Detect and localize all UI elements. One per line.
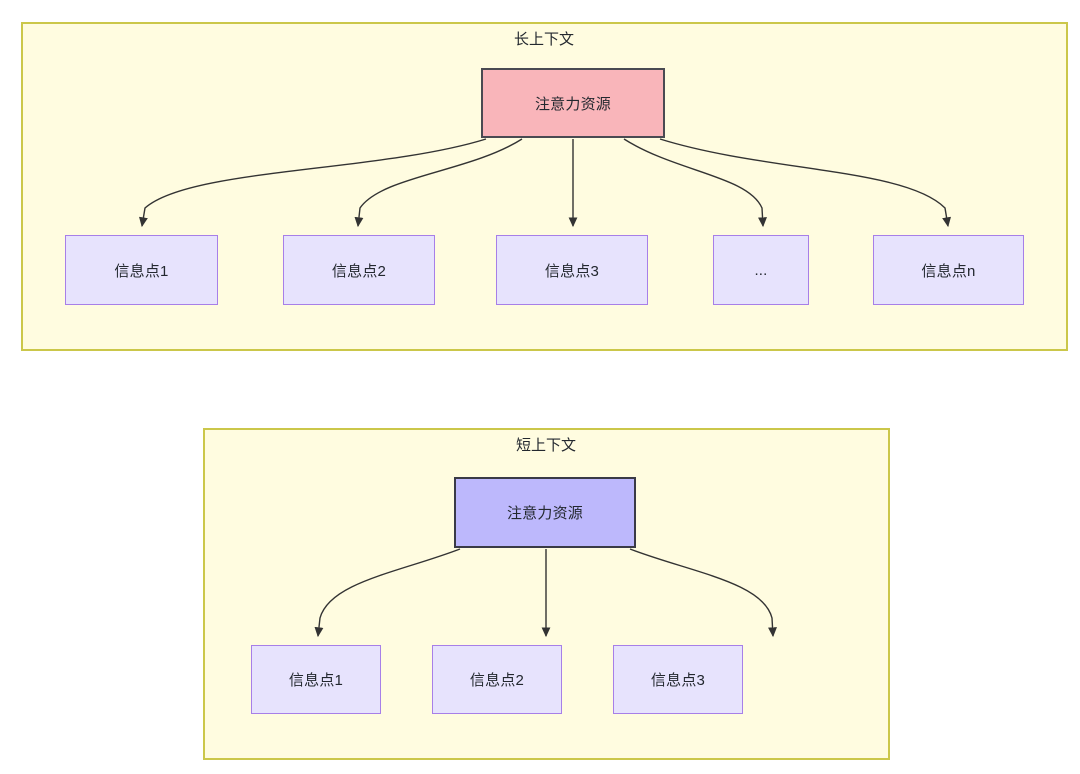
edge-long-to-info-ellipsis	[623, 138, 767, 228]
node-label: 注意力资源	[506, 505, 583, 522]
node-info-point-1-short[interactable]: 信息点1	[251, 645, 381, 714]
edge-short-to-info-3	[629, 548, 777, 638]
node-info-point-2-short[interactable]: 信息点2	[432, 645, 562, 714]
group-long-context-title: 长上下文	[513, 31, 574, 48]
node-attention-resource-long[interactable]: 注意力资源	[481, 68, 665, 138]
edge-short-to-info-1	[314, 548, 461, 638]
node-info-point-3-short[interactable]: 信息点3	[613, 645, 743, 714]
node-label: 信息点n	[921, 262, 976, 280]
node-label: 信息点2	[331, 262, 387, 280]
node-label: ...	[754, 261, 768, 279]
node-attention-resource-short[interactable]: 注意力资源	[454, 477, 636, 548]
node-label: 信息点1	[288, 672, 344, 689]
node-info-point-1-long[interactable]: 信息点1	[65, 235, 218, 305]
edge-long-to-info-1	[139, 138, 487, 228]
node-label: 信息点3	[650, 672, 706, 689]
node-info-point-2-long[interactable]: 信息点2	[283, 235, 435, 305]
node-info-point-3-long[interactable]: 信息点3	[496, 235, 648, 305]
node-label: 信息点3	[544, 262, 600, 280]
node-info-point-n-long[interactable]: 信息点n	[873, 235, 1024, 305]
node-label: 信息点2	[469, 672, 525, 689]
edge-long-to-info-2	[354, 138, 523, 228]
node-info-point-ellipsis-long[interactable]: ...	[713, 235, 809, 305]
group-short-context-title: 短上下文	[515, 437, 576, 454]
node-label: 信息点1	[114, 262, 169, 280]
edge-long-to-info-n	[659, 138, 951, 228]
node-label: 注意力资源	[534, 95, 611, 113]
